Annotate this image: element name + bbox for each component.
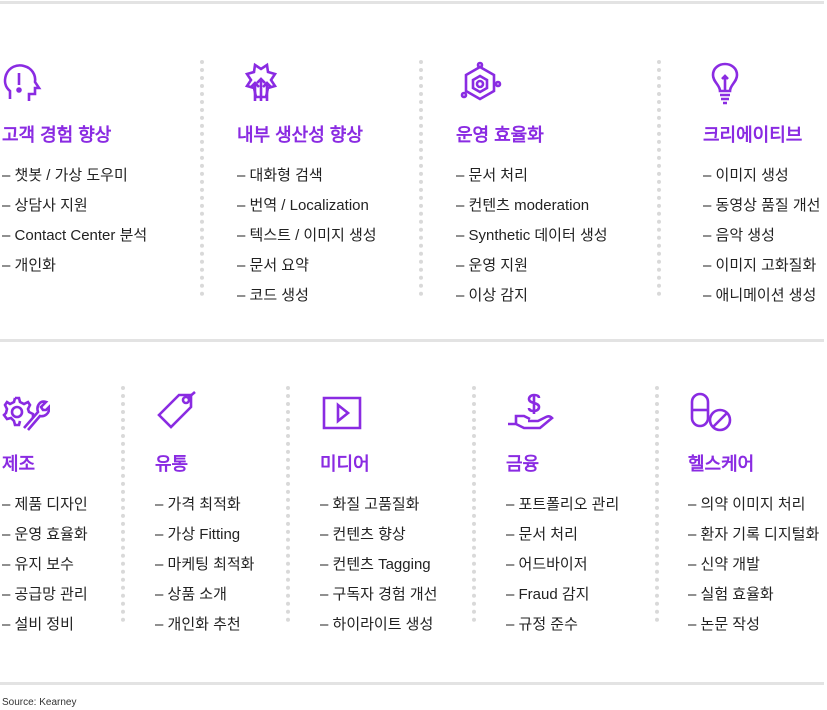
list-item: 음악 생성 — [703, 221, 820, 251]
list-item: 포트폴리오 관리 — [506, 490, 620, 520]
list-item: 환자 기록 디지털화 — [688, 520, 820, 550]
list-item: 이미지 생성 — [703, 161, 820, 191]
list-item: 하이라이트 생성 — [320, 610, 437, 640]
category-title: 크리에이티브 — [703, 125, 803, 145]
list-item: 이미지 고화질화 — [703, 251, 820, 281]
dotted-separator — [657, 60, 661, 296]
list-item: 개인화 추천 — [155, 610, 254, 640]
category-top-3: 크리에이티브이미지 생성동영상 품질 개선음악 생성이미지 고화질화애니메이션 … — [703, 61, 820, 311]
list-item: 상품 소개 — [155, 580, 254, 610]
list-item: 챗봇 / 가상 도우미 — [2, 161, 147, 191]
list-item: Contact Center 분석 — [2, 221, 148, 251]
list-item: 코드 생성 — [237, 281, 377, 311]
list-item: 문서 처리 — [506, 520, 619, 550]
list-item: 번역 / Localization — [237, 191, 377, 221]
list-item: 실험 효율화 — [688, 580, 819, 610]
gear-wrench-icon — [2, 390, 52, 434]
list-item: 컨텐츠 Tagging — [320, 550, 437, 580]
list-item: 공급망 관리 — [2, 580, 88, 610]
category-title: 금융 — [506, 454, 540, 474]
dotted-separator — [655, 386, 659, 622]
divider — [0, 682, 824, 685]
category-title: 미디어 — [320, 454, 370, 474]
list-item: 의약 이미지 처리 — [688, 490, 819, 520]
list-item: 가격 최적화 — [155, 490, 254, 520]
list-item: 이상 감지 — [456, 281, 608, 311]
category-title: 제조 — [2, 454, 36, 474]
source-note: Source: Kearney — [2, 697, 77, 708]
list-item: 운영 지원 — [456, 251, 608, 281]
dotted-separator — [200, 60, 204, 296]
list-item: Fraud 감지 — [506, 580, 619, 610]
list-item: 논문 작성 — [688, 610, 819, 640]
list-item: 가상 Fitting — [155, 520, 254, 550]
list-item: 컨텐츠 moderation — [456, 191, 608, 221]
list-item: 화질 고품질화 — [320, 490, 437, 520]
list-item: 컨텐츠 향상 — [320, 520, 437, 550]
list-item: 문서 처리 — [456, 161, 608, 191]
price-tag-icon — [155, 390, 205, 434]
category-top-0: 고객 경험 향상챗봇 / 가상 도우미상담사 지원Contact Center … — [2, 61, 147, 281]
divider — [0, 339, 824, 342]
head-alert-icon — [2, 61, 52, 105]
pills-icon — [688, 390, 738, 434]
list-item: 구독자 경험 개선 — [320, 580, 438, 610]
category-title: 유통 — [155, 454, 189, 474]
category-title: 헬스케어 — [688, 454, 755, 474]
divider — [0, 1, 824, 4]
dotted-separator — [419, 60, 423, 296]
category-title: 내부 생산성 향상 — [237, 125, 363, 145]
list-item: 대화형 검색 — [237, 161, 377, 191]
category-bottom-4: 헬스케어의약 이미지 처리환자 기록 디지털화신약 개발실험 효율화논문 작성 — [688, 390, 819, 640]
category-bottom-2: 미디어화질 고품질화컨텐츠 향상컨텐츠 Tagging구독자 경험 개선하이라이… — [320, 390, 437, 640]
list-item: 문서 요약 — [237, 251, 377, 281]
dotted-separator — [286, 386, 290, 622]
list-item: 개인화 — [2, 251, 147, 281]
category-title: 운영 효율화 — [456, 125, 544, 145]
category-title: 고객 경험 향상 — [2, 125, 112, 145]
category-bottom-1: 유통가격 최적화가상 Fitting마케팅 최적화상품 소개개인화 추천 — [155, 390, 254, 640]
dotted-separator — [121, 386, 125, 622]
video-play-icon — [320, 390, 370, 434]
category-top-2: 운영 효율화문서 처리컨텐츠 moderationSynthetic 데이터 생… — [456, 61, 608, 311]
hand-dollar-icon — [506, 390, 556, 434]
dotted-separator — [472, 386, 476, 622]
list-item: 신약 개발 — [688, 550, 819, 580]
list-item: Synthetic 데이터 생성 — [456, 221, 608, 251]
list-item: 유지 보수 — [2, 550, 88, 580]
lightbulb-icon — [703, 61, 753, 105]
category-bottom-3: 금융포트폴리오 관리문서 처리어드바이저Fraud 감지규정 준수 — [506, 390, 619, 640]
list-item: 제품 디자인 — [2, 490, 88, 520]
category-bottom-0: 제조제품 디자인운영 효율화유지 보수공급망 관리설비 정비 — [2, 390, 88, 640]
list-item: 운영 효율화 — [2, 520, 88, 550]
category-top-1: 내부 생산성 향상대화형 검색번역 / Localization텍스트 / 이미… — [237, 61, 377, 311]
list-item: 상담사 지원 — [2, 191, 147, 221]
list-item: 텍스트 / 이미지 생성 — [237, 221, 377, 251]
list-item: 마케팅 최적화 — [155, 550, 255, 580]
list-item: 애니메이션 생성 — [703, 281, 820, 311]
list-item: 어드바이저 — [506, 550, 619, 580]
list-item: 동영상 품질 개선 — [703, 191, 821, 221]
list-item: 규정 준수 — [506, 610, 619, 640]
list-item: 설비 정비 — [2, 610, 88, 640]
gear-arrows-up-icon — [237, 61, 287, 105]
hexagon-network-icon — [456, 61, 506, 105]
